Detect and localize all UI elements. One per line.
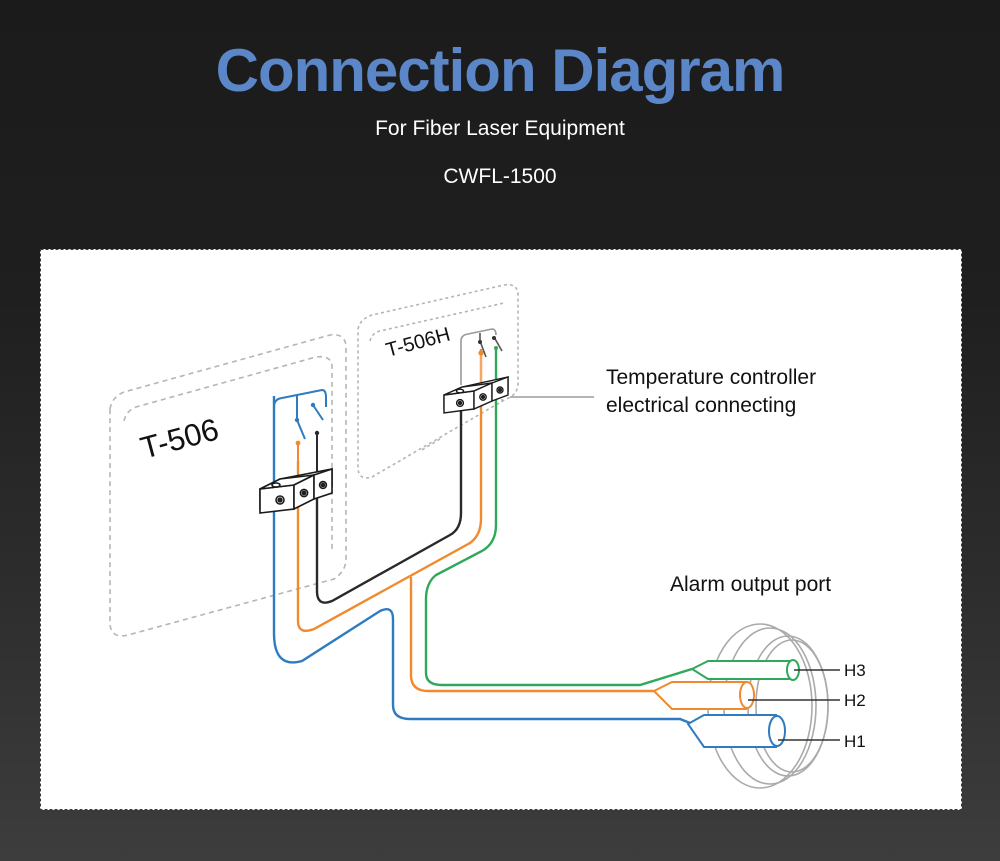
pin-label-h3: H3: [844, 661, 866, 680]
black-wire: [315, 409, 463, 604]
t506-switch-wiring: [273, 388, 327, 475]
page-title: Connection Diagram: [215, 37, 786, 104]
t506h-controller-box: [357, 283, 519, 479]
t506-terminal-block: [259, 467, 333, 514]
t506-label: T-506: [137, 411, 223, 465]
blue-wire: [272, 396, 701, 729]
green-wire: [424, 349, 693, 687]
connection-diagram: T-506 T-506H: [40, 249, 962, 810]
annotation-temp-controller-line2: electrical connecting: [606, 394, 797, 417]
t506h-label: T-506H: [384, 324, 453, 362]
diagram-panel: T-506 T-506H: [40, 249, 962, 810]
pin-label-h1: H1: [844, 732, 866, 751]
page-subtitle: For Fiber Laser Equipment: [375, 117, 625, 140]
annotation-alarm-port: Alarm output port: [670, 573, 832, 596]
t506h-terminal-block: [443, 375, 509, 414]
pin-h1: [686, 714, 786, 748]
t506h-switch-wiring: [460, 328, 503, 385]
pin-label-h2: H2: [844, 691, 866, 710]
orange-wire-upper: [296, 349, 483, 632]
pin-leader-lines: [748, 669, 840, 741]
orange-wire-to-h2: [409, 577, 654, 693]
pin-h3: [689, 659, 800, 681]
model-number: CWFL-1500: [443, 165, 557, 188]
pin-h2: [652, 681, 755, 710]
t506-controller-box: [109, 333, 347, 637]
annotation-temp-controller-line1: Temperature controller: [606, 366, 817, 389]
panel-border: [40, 249, 962, 810]
